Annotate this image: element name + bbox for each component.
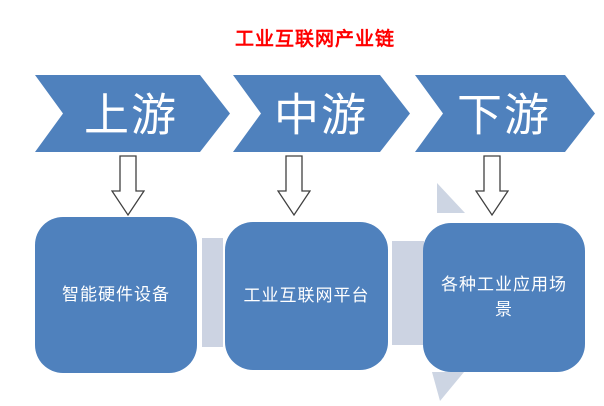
connector-band bbox=[202, 238, 223, 347]
decor-triangle bbox=[437, 183, 465, 213]
down-arrow-icon bbox=[111, 155, 145, 217]
node-upstream: 智能硬件设备 bbox=[35, 217, 197, 373]
node-downstream-label: 各种工业应用场景 bbox=[441, 274, 567, 320]
chevron-shape bbox=[35, 75, 230, 152]
chevron-midstream: 中游 bbox=[233, 75, 410, 152]
chevron-shape bbox=[233, 75, 410, 152]
down-arrow-icon bbox=[475, 155, 509, 217]
node-midstream: 工业互联网平台 bbox=[225, 222, 388, 370]
node-downstream: 各种工业应用场景 bbox=[423, 223, 585, 372]
chevron-downstream: 下游 bbox=[415, 75, 595, 152]
chevron-upstream: 上游 bbox=[35, 75, 230, 152]
connector-band bbox=[392, 241, 424, 345]
down-arrow-icon bbox=[277, 155, 311, 217]
decor-triangle bbox=[432, 372, 464, 401]
chevron-shape bbox=[415, 75, 595, 152]
node-midstream-label: 工业互联网平台 bbox=[243, 285, 370, 306]
node-upstream-label: 智能硬件设备 bbox=[62, 284, 170, 305]
page-title: 工业互联网产业链 bbox=[234, 28, 395, 50]
chevron-downstream-label: 下游 bbox=[457, 89, 551, 142]
chevron-midstream-label: 中游 bbox=[274, 89, 368, 142]
chevron-upstream-label: 上游 bbox=[84, 89, 178, 142]
